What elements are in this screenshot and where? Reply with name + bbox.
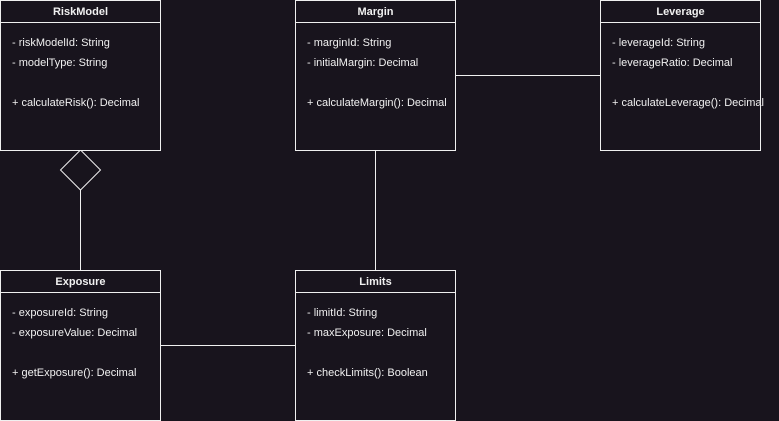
attribute: - leverageRatio: Decimal <box>612 57 733 69</box>
method: + calculateLeverage(): Decimal <box>612 97 764 109</box>
class-title: Leverage <box>601 1 760 23</box>
aggregation-diamond-icon <box>59 149 102 191</box>
attribute: - riskModelId: String <box>12 37 110 49</box>
method: + getExposure(): Decimal <box>12 367 137 379</box>
class-limits[interactable]: Limits - limitId: String - maxExposure: … <box>295 270 456 421</box>
class-leverage[interactable]: Leverage - leverageId: String - leverage… <box>600 0 764 151</box>
method: + calculateRisk(): Decimal <box>12 97 140 109</box>
attribute: - maxExposure: Decimal <box>307 327 427 339</box>
attribute: - marginId: String <box>307 37 392 49</box>
method: + calculateMargin(): Decimal <box>307 97 447 109</box>
class-exposure[interactable]: Exposure - exposureId: String - exposure… <box>0 270 161 421</box>
attribute: - modelType: String <box>12 57 108 69</box>
class-title: Exposure <box>1 271 160 293</box>
attribute: - initialMargin: Decimal <box>307 57 419 69</box>
attribute: - leverageId: String <box>612 37 705 49</box>
class-title: RiskModel <box>1 1 160 23</box>
class-title: Limits <box>296 271 455 293</box>
attribute: - exposureId: String <box>12 307 108 319</box>
attribute: - limitId: String <box>307 307 378 319</box>
attribute: - exposureValue: Decimal <box>12 327 138 339</box>
method: + checkLimits(): Boolean <box>307 367 428 379</box>
class-title: Margin <box>296 1 455 23</box>
class-riskmodel[interactable]: RiskModel - riskModelId: String - modelT… <box>0 0 161 151</box>
class-margin[interactable]: Margin - marginId: String - initialMargi… <box>295 0 456 151</box>
